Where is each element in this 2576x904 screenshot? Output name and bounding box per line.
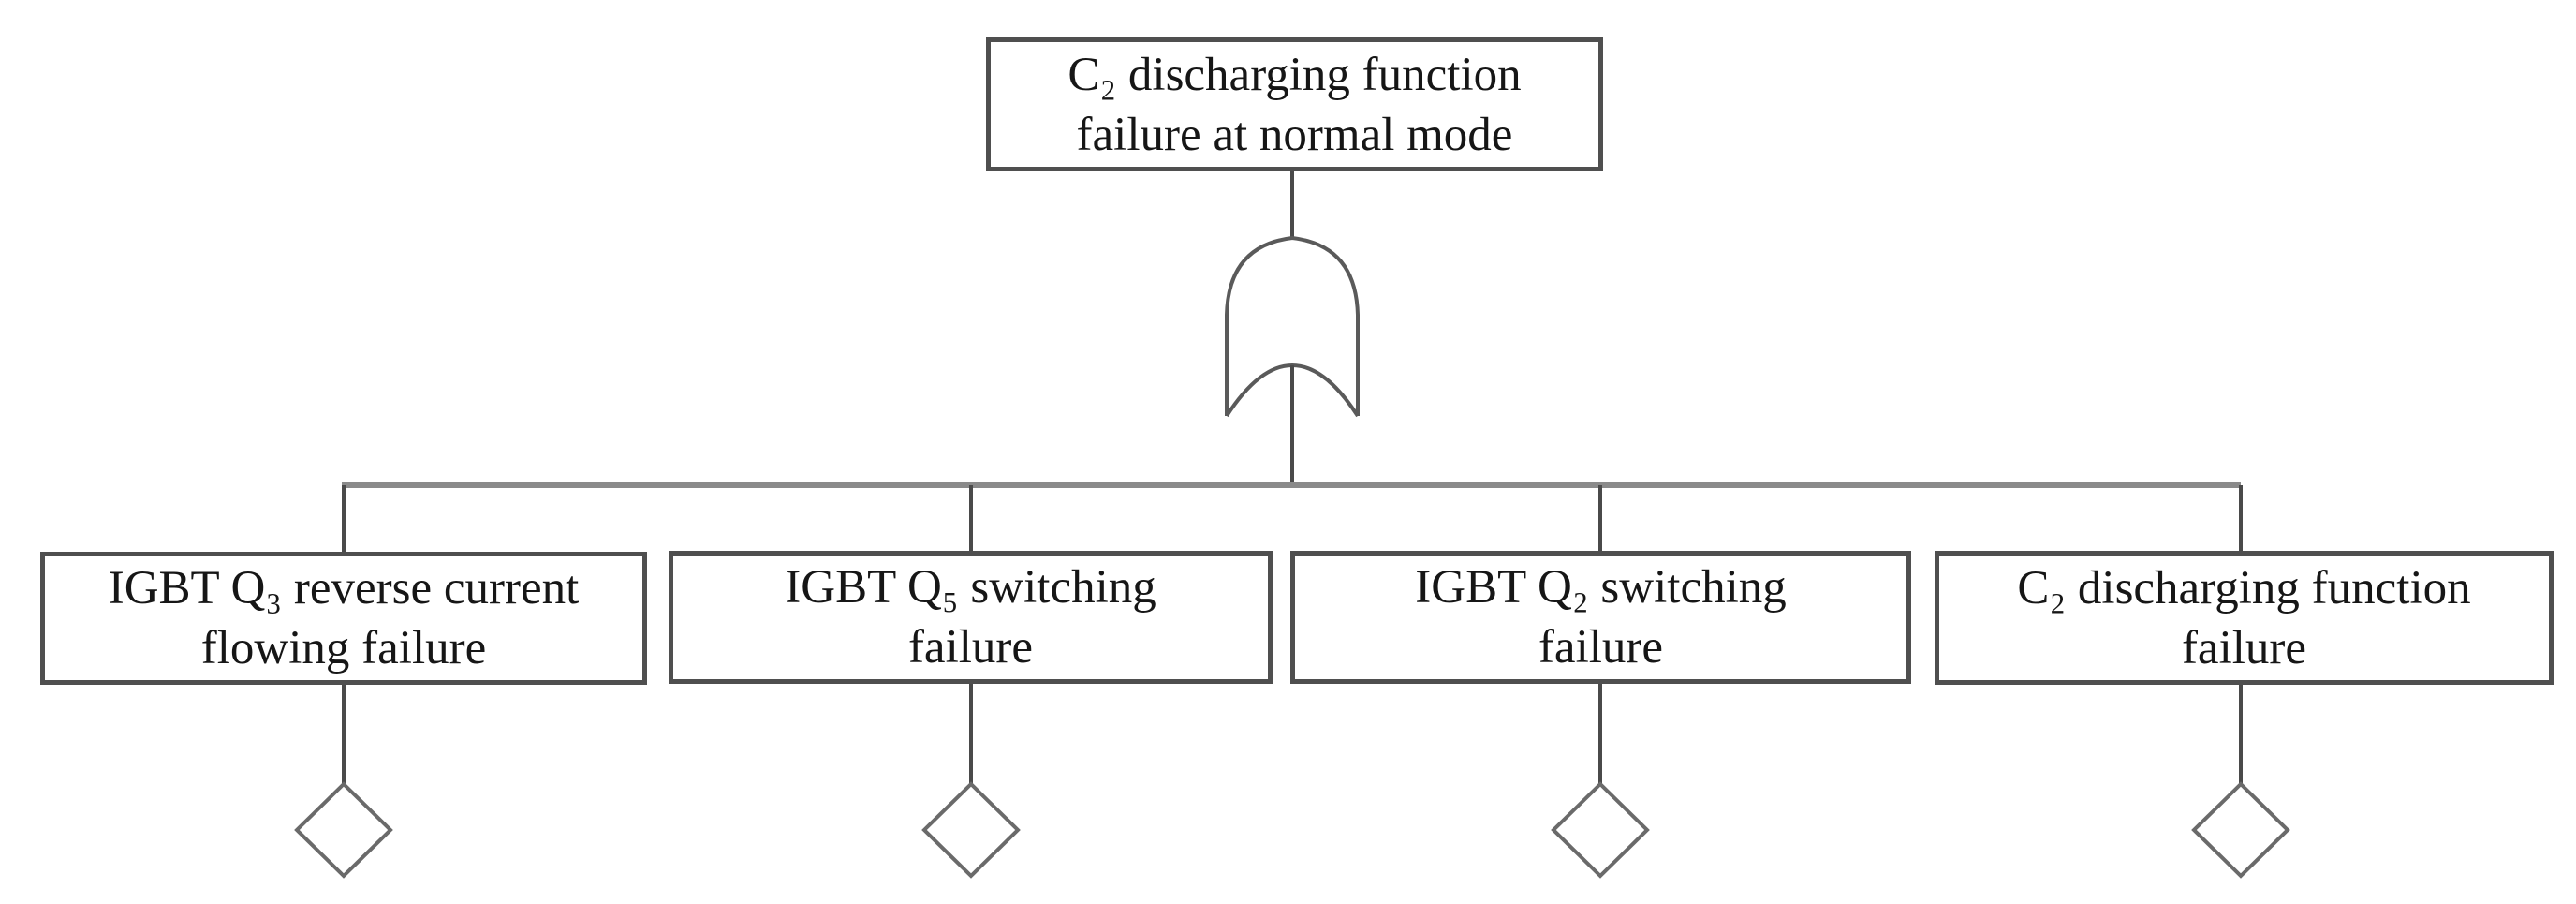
event-box-igbt-q2-switching: IGBT Q₂ switching failure	[1290, 551, 1911, 684]
event-4-label-line2: failure	[2181, 621, 2307, 674]
undeveloped-event-diamond-icon-2	[921, 781, 1021, 879]
event-2-label-line1: IGBT Q₅ switching	[785, 561, 1156, 614]
event-3-label-line2: failure	[1538, 621, 1664, 674]
event-1-label-line1: IGBT Q₃ reverse current	[108, 562, 580, 615]
or-gate-icon	[1225, 235, 1360, 416]
event-3-label-line1: IGBT Q₂ switching	[1415, 561, 1787, 614]
event-box-c2-discharging-failure: C₂ discharging function failure	[1935, 551, 2554, 685]
undeveloped-event-diamond-icon-1	[294, 781, 393, 879]
event-2-label-line2: failure	[907, 621, 1034, 674]
top-event-box: C₂ discharging function failure at norma…	[986, 37, 1603, 171]
event-box-igbt-q3-reverse-current: IGBT Q₃ reverse current flowing failure	[40, 552, 647, 685]
event-box-igbt-q5-switching: IGBT Q₅ switching failure	[669, 551, 1273, 684]
top-event-label-line2: failure at normal mode	[1076, 108, 1513, 161]
undeveloped-event-diamond-icon-4	[2191, 781, 2290, 879]
event-4-label-line1: C₂ discharging function	[2017, 561, 2471, 615]
top-event-label-line1: C₂ discharging function	[1067, 48, 1522, 101]
undeveloped-event-diamond-icon-3	[1551, 781, 1650, 879]
event-1-label-line2: flowing failure	[200, 622, 487, 674]
